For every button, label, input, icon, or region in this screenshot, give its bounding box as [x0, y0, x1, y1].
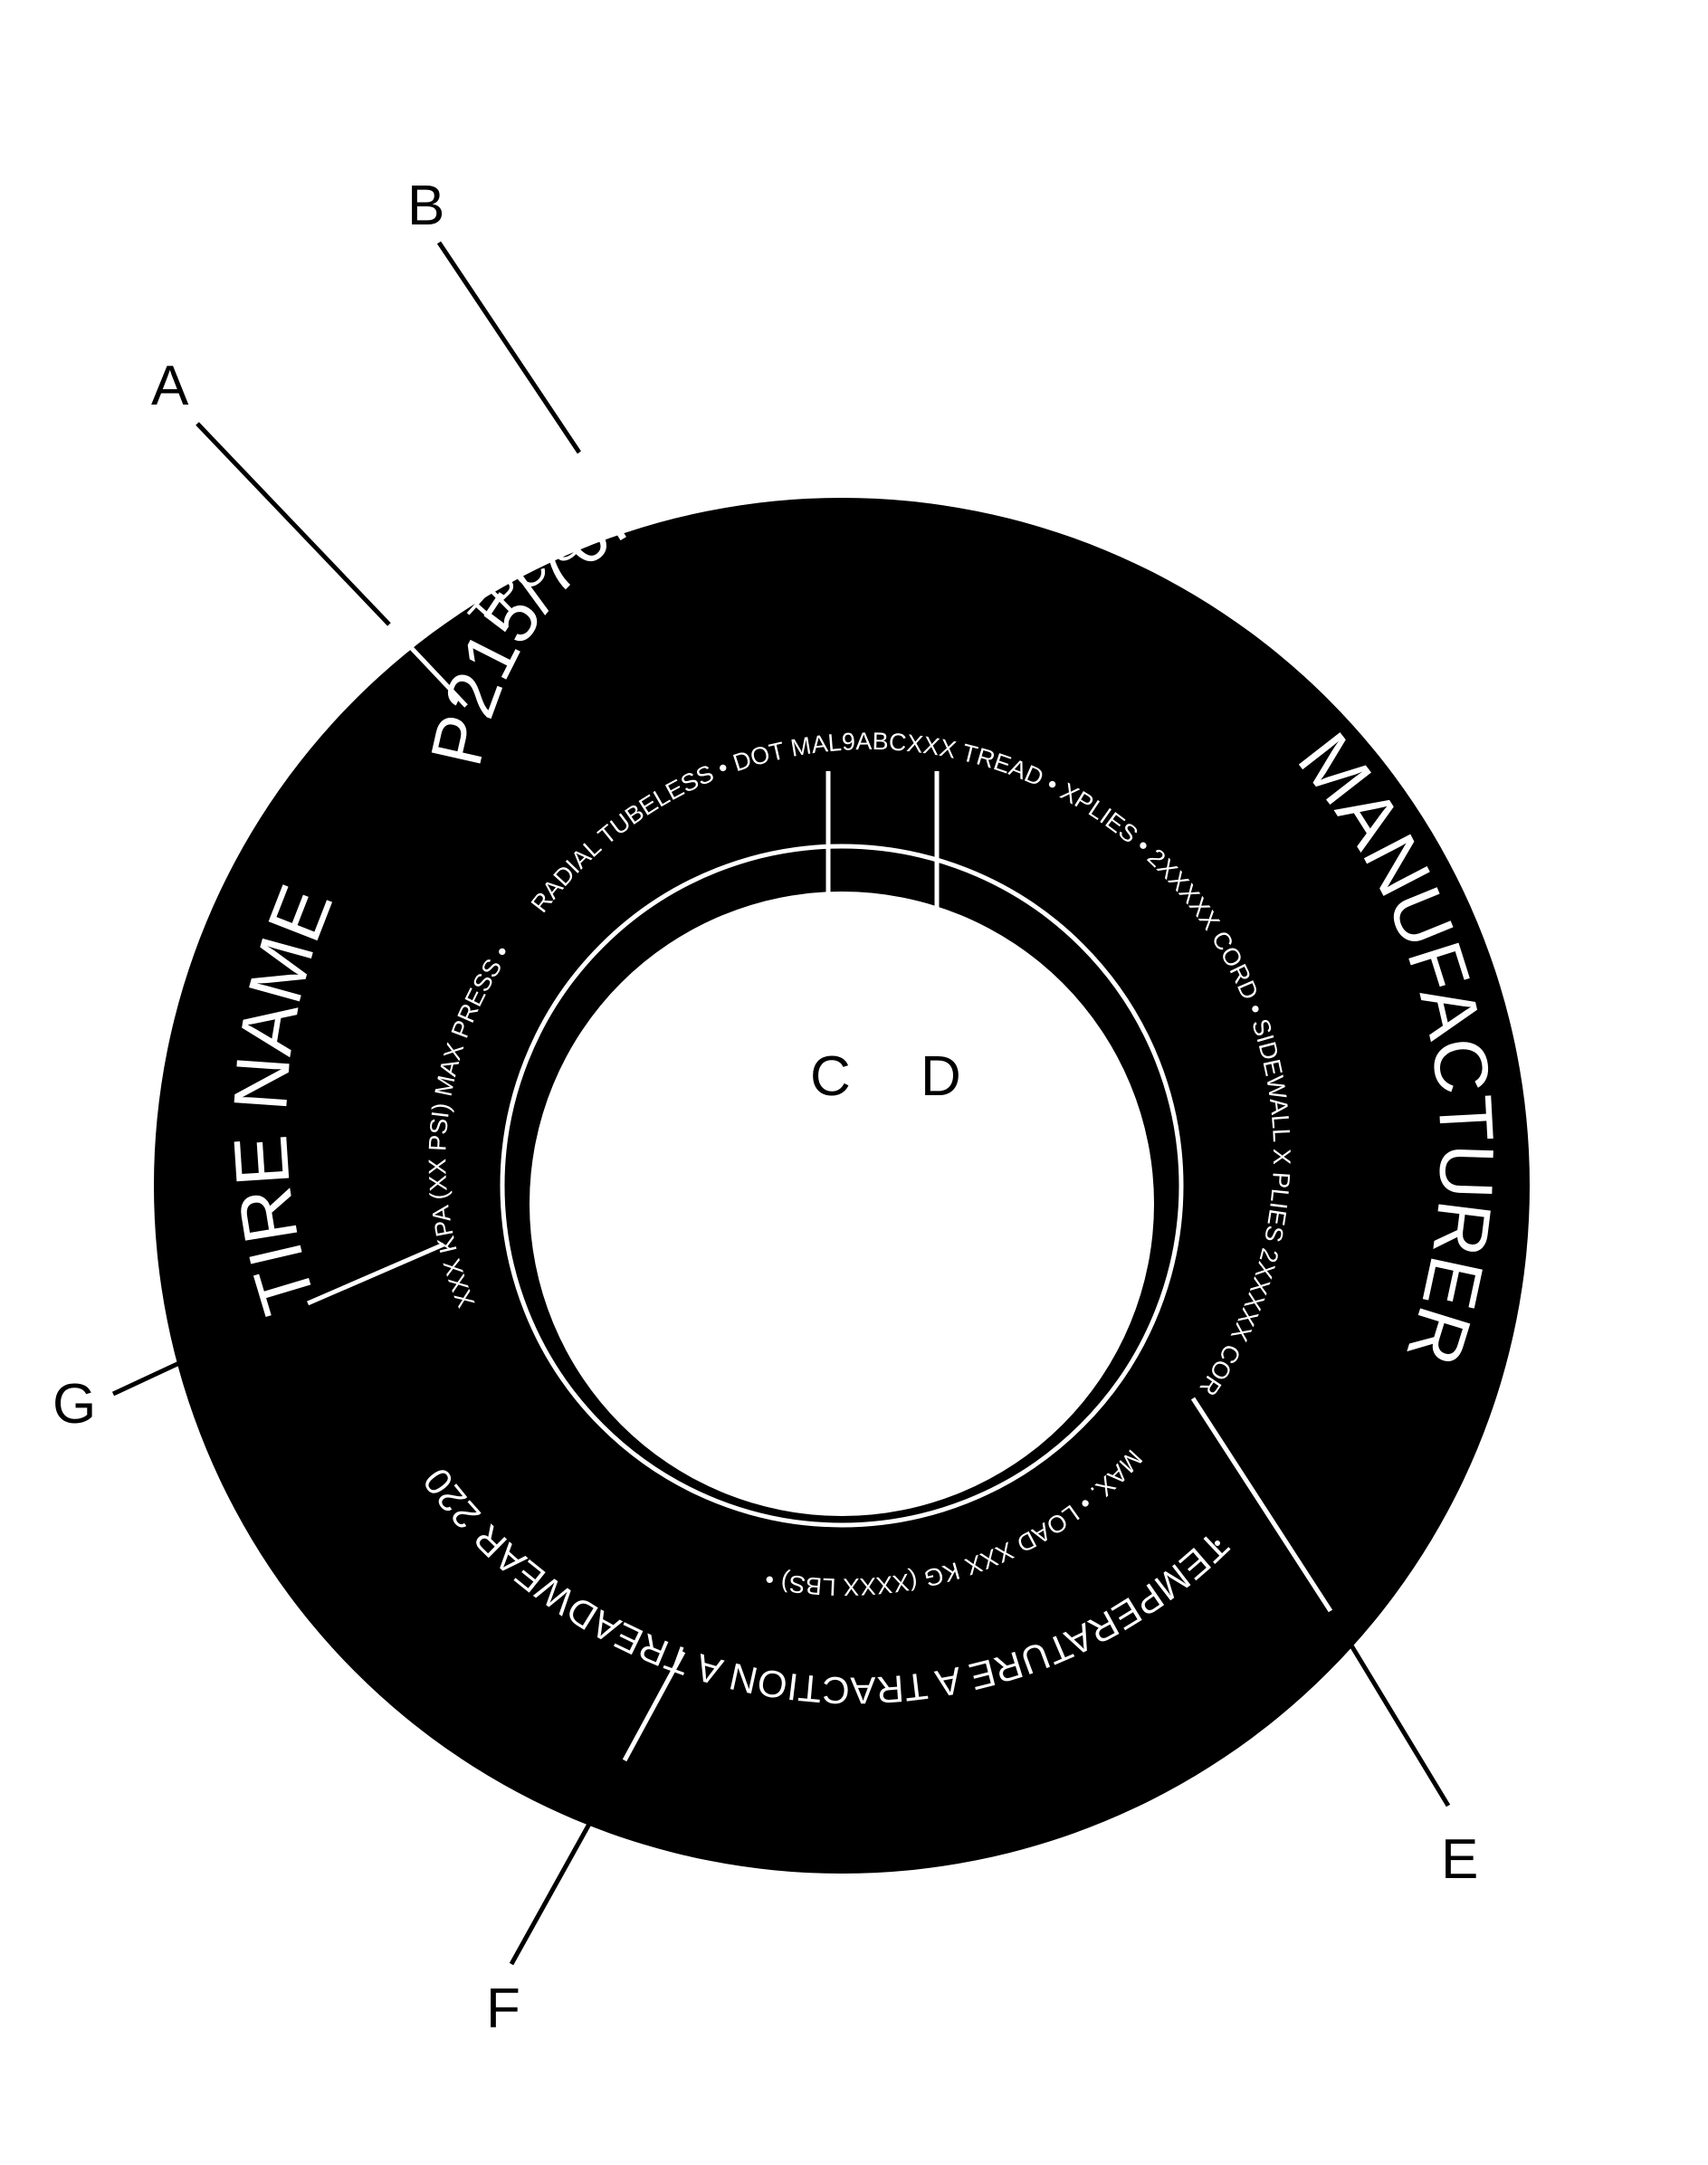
wheel-opening [530, 892, 1154, 1516]
callout-f: F [486, 1978, 520, 2040]
leader-f [509, 1759, 627, 1966]
dot-mark [1215, 1540, 1220, 1546]
callout-g: G [52, 1373, 96, 1435]
rim-ring [500, 844, 1184, 1528]
callout-d: D [921, 1045, 961, 1108]
callout-b: B [407, 175, 444, 237]
leader-g-inner [307, 1242, 444, 1306]
callout-e: E [1441, 1828, 1478, 1891]
leader-a-inner [387, 623, 468, 708]
leader-g [111, 1301, 310, 1397]
callout-c: C [810, 1045, 851, 1108]
leader-e [1328, 1609, 1451, 1807]
leader-b-inner [577, 451, 626, 504]
callout-a: A [151, 355, 189, 417]
leader-a [196, 422, 391, 626]
leader-b [436, 241, 582, 454]
leader-e-inner [1190, 1397, 1333, 1613]
leader-f-inner [622, 1650, 686, 1762]
